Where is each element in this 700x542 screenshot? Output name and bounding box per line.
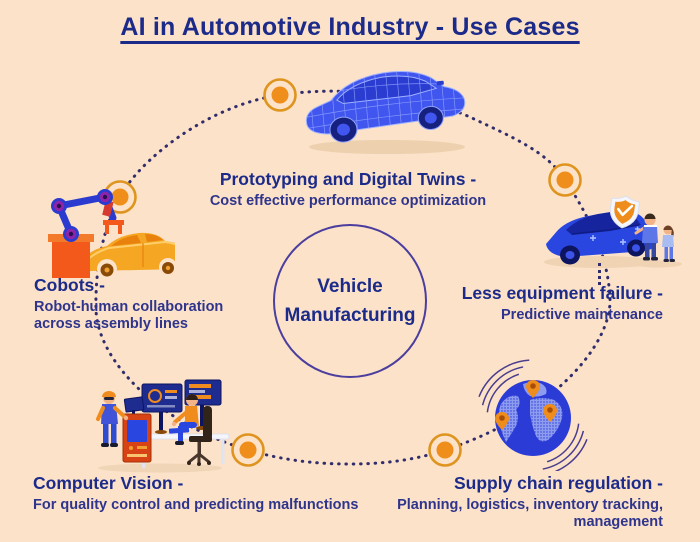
- connector-dots: [598, 263, 601, 285]
- use-case-title: Prototyping and Digital Twins -: [219, 169, 477, 189]
- use-case-title: Computer Vision -: [33, 473, 184, 493]
- use-case-subtitle: Cost effective performance optimization: [209, 193, 487, 209]
- use-case-title: Supply chain regulation -: [453, 473, 663, 493]
- use-case-subtitle: Robot-human collaboration across assembl…: [34, 299, 224, 333]
- node-dot: [436, 441, 454, 459]
- node-dot: [556, 171, 574, 189]
- sparkles: [590, 226, 640, 245]
- workers-at-monitors-illustration: [96, 379, 230, 473]
- map-pin-icon: [495, 412, 509, 430]
- front-hub: [424, 112, 437, 124]
- control-cabinet: [122, 396, 152, 463]
- goggles: [104, 397, 114, 400]
- office-chair: [187, 406, 212, 466]
- cycle-node-prototyping: [263, 78, 297, 112]
- shield-check-icon: [609, 195, 641, 229]
- cycle-node-vision: [231, 433, 265, 467]
- arm-joint: [97, 189, 113, 205]
- gear-display: [148, 389, 162, 403]
- arm-joint: [51, 198, 67, 214]
- woman-figure: [662, 225, 675, 262]
- center-label-line2: Manufacturing: [284, 305, 416, 326]
- dotted-cycle-path: [94, 89, 612, 466]
- use-case-equipment: Less equipment failure - Predictive main…: [400, 283, 663, 324]
- use-case-title: Cobots -: [34, 275, 105, 295]
- car-shadow: [309, 140, 465, 154]
- page-title: AI in Automotive Industry - Use Cases: [120, 13, 580, 41]
- use-case-subtitle: Predictive maintenance: [501, 307, 663, 323]
- yellow-car: [81, 232, 175, 279]
- use-case-cobots: Cobots - Robot-human collaboration acros…: [34, 275, 223, 334]
- use-case-subtitle: For quality control and predicting malfu…: [33, 497, 359, 513]
- center-label-line1: Vehicle: [317, 275, 383, 297]
- floor-shadow: [98, 463, 222, 473]
- globe-with-pins-illustration: [474, 359, 592, 471]
- standing-worker-figure: [96, 391, 129, 447]
- center-circle: Vehicle Manufacturing: [273, 224, 427, 378]
- windshield: [111, 235, 141, 246]
- map-pin-icon: [543, 404, 557, 422]
- mirror: [436, 80, 444, 86]
- use-case-prototyping: Prototyping and Digital Twins - Cost eff…: [118, 169, 578, 210]
- cycle-node-supply: [428, 433, 462, 467]
- monitor-left: [141, 383, 183, 434]
- rear-window: [145, 234, 163, 242]
- use-case-vision: Computer Vision - For quality control an…: [33, 473, 358, 514]
- rear-hub: [336, 123, 350, 136]
- node-dot: [271, 86, 289, 104]
- wireframe-car-illustration: [302, 65, 467, 154]
- robot-arm-with-car-illustration: [48, 189, 175, 279]
- use-case-supply: Supply chain regulation - Planning, logi…: [323, 473, 663, 532]
- use-case-subtitle: Planning, logistics, inventory tracking,…: [397, 497, 663, 531]
- node-dot: [111, 188, 129, 206]
- use-case-title: Less equipment failure -: [461, 283, 663, 303]
- robot-base: [52, 240, 90, 278]
- checkmark: [617, 204, 634, 217]
- hard-hat: [102, 391, 116, 397]
- car-roof: [336, 75, 438, 105]
- map-pin-icon: [526, 380, 540, 398]
- seated-worker-figure: [168, 394, 199, 445]
- car-shield-mechanics-illustration: [544, 195, 682, 268]
- robot-arm: [48, 189, 124, 278]
- people-shadow: [634, 260, 682, 268]
- cycle-node-equipment: [548, 163, 582, 197]
- gripper: [103, 220, 124, 234]
- node-dot: [239, 441, 257, 459]
- arm-joint: [63, 226, 79, 242]
- mechanic-figure: [634, 213, 658, 261]
